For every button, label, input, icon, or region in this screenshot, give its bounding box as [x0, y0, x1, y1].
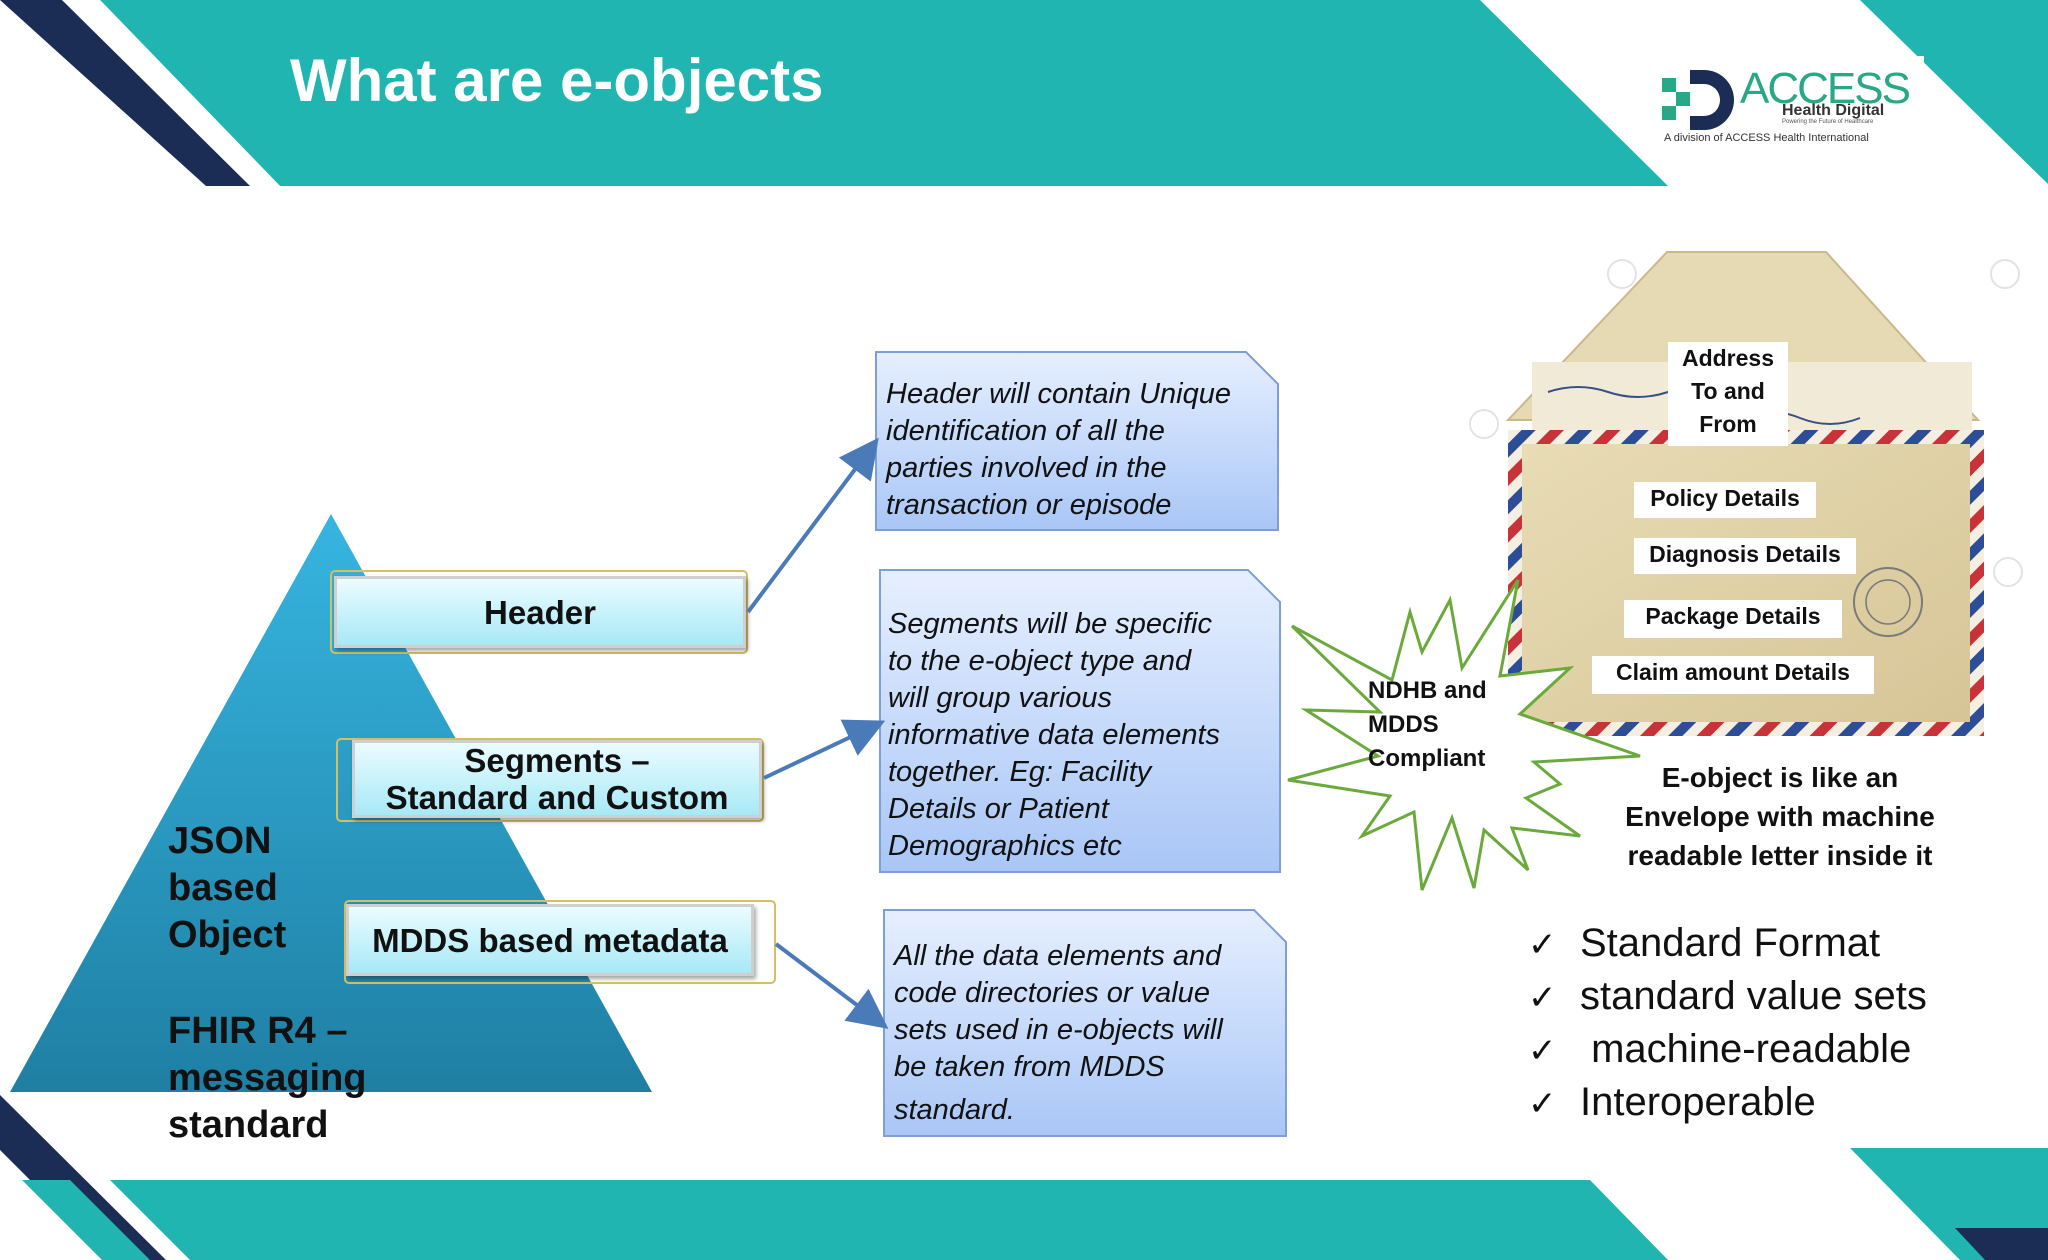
- navy-stripe-bottom: [0, 1095, 166, 1260]
- compliance-text: NDHB and MDDS Compliant: [1368, 674, 1487, 776]
- white-gap-top: [62, 0, 280, 186]
- json-line-1: JSON: [168, 820, 272, 862]
- segments-box-label-1: Segments –: [464, 742, 650, 779]
- check-icon: ✓: [1528, 925, 1557, 965]
- mdds-arrow: [774, 942, 889, 1029]
- address-line: From: [1699, 411, 1757, 437]
- header-box-label: Header: [484, 593, 596, 631]
- checklist-item: ✓ machine-readable: [1528, 1024, 1927, 1077]
- check-icon: ✓: [1528, 1084, 1557, 1124]
- watermark-icons: [1469, 259, 2023, 587]
- mdds-callout-line: be taken from MDDS: [894, 1051, 1165, 1083]
- segments-box-outline: [336, 738, 764, 822]
- address-label: Address To and From: [1668, 342, 1788, 446]
- caption-line: Envelope with machine: [1625, 801, 1935, 832]
- segments-box: Segments – Standard and Custom: [352, 740, 762, 818]
- checklist-label: machine-readable: [1580, 1027, 1912, 1071]
- header-box: Header: [334, 576, 746, 648]
- segments-callout-line: to the e-object type and: [888, 645, 1192, 677]
- navy-stripe-top: [0, 0, 270, 186]
- package-details-label: Package Details: [1624, 600, 1842, 638]
- mdds-box: MDDS based metadata: [346, 904, 754, 976]
- mdds-box-label: MDDS based metadata: [372, 921, 728, 959]
- mdds-callout-line: code directories or value: [894, 977, 1210, 1009]
- segments-callout-line: Demographics etc: [888, 830, 1122, 862]
- segments-callout-line: Details or Patient: [888, 793, 1109, 825]
- header-box-outline: [330, 570, 748, 654]
- mdds-box-outline: [344, 900, 776, 984]
- logo-division: A division of ACCESS Health Internationa…: [1664, 132, 1869, 144]
- header-callout-box: [875, 351, 1279, 531]
- compliance-line: Compliant: [1368, 745, 1486, 772]
- segments-callout-line: informative data elements: [888, 719, 1221, 751]
- checklist-item: ✓ Standard Format: [1528, 918, 1927, 971]
- json-line-3: Object: [168, 914, 287, 956]
- teal-stripe-bottom: [22, 1180, 150, 1260]
- compliance-line: NDHB and: [1368, 677, 1487, 704]
- compliance-line: MDDS: [1368, 711, 1439, 738]
- teal-corner-top-right: [1860, 0, 2048, 184]
- segments-callout-text: Segments will be specific to the e-objec…: [888, 606, 1220, 865]
- address-line: To and: [1691, 378, 1765, 404]
- logo-mark-icon: [1662, 70, 1734, 130]
- header-callout-line: identification of all the: [886, 415, 1165, 447]
- compliance-starburst: [1287, 579, 1641, 891]
- checklist-item: ✓ standard value sets: [1528, 971, 1927, 1024]
- fhir-line-2: messaging: [168, 1057, 367, 1099]
- policy-details-label: Policy Details: [1634, 482, 1816, 518]
- segments-box-label-2: Standard and Custom: [385, 779, 729, 816]
- postmark-icon: [1853, 567, 1923, 637]
- caption-line: E-object is like an: [1661, 762, 1899, 793]
- navy-corner-bottom-right: [1955, 1228, 2048, 1260]
- footer-band: [110, 1180, 1668, 1260]
- address-line: Address: [1681, 345, 1775, 371]
- logo-tagline: Powering the Future of Healthcare: [1782, 119, 1874, 125]
- checklist-item: ✓ Interoperable: [1528, 1077, 1927, 1130]
- checklist-label: Interoperable: [1580, 1080, 1816, 1124]
- checklist-label: standard value sets: [1580, 974, 1927, 1018]
- header-arrow: [746, 437, 879, 614]
- handwriting: [1547, 386, 1861, 450]
- slide-title: What are e-objects: [290, 47, 824, 114]
- json-line-2: based: [168, 867, 278, 909]
- header-callout-line: transaction or episode: [886, 489, 1172, 521]
- mdds-callout-line: All the data elements and: [894, 940, 1222, 972]
- diagnosis-details-label: Diagnosis Details: [1634, 538, 1856, 574]
- segments-callout-line: together. Eg: Facility: [888, 756, 1152, 788]
- mdds-callout-line: sets used in e-objects will: [894, 1014, 1223, 1046]
- checklist-label: Standard Format: [1580, 921, 1881, 965]
- logo-subtitle: Health Digital: [1782, 102, 1885, 119]
- json-object-text: JSON based Object: [168, 818, 286, 959]
- check-icon: ✓: [1528, 1031, 1557, 1071]
- benefits-checklist: ✓ Standard Format ✓ standard value sets …: [1528, 918, 1927, 1130]
- caption-line: readable letter inside it: [1627, 840, 1933, 871]
- envelope-caption: E-object is like an Envelope with machin…: [1600, 758, 1960, 875]
- check-icon: ✓: [1528, 978, 1557, 1018]
- claim-amount-label: Claim amount Details: [1592, 656, 1874, 694]
- header-callout-line: Header will contain Unique: [886, 378, 1231, 410]
- segments-arrow: [763, 719, 886, 780]
- fhir-standard-text: FHIR R4 – messaging standard: [168, 1008, 367, 1149]
- header-band: [100, 0, 1668, 186]
- segments-callout-line: will group various: [888, 682, 1113, 714]
- mdds-callout-text: All the data elements and code directori…: [894, 938, 1223, 1129]
- segments-callout-box: [879, 569, 1281, 873]
- fhir-line-1: FHIR R4 –: [168, 1010, 348, 1052]
- fhir-line-3: standard: [168, 1104, 329, 1146]
- mdds-callout-box: [883, 909, 1287, 1137]
- segments-callout-line: Segments will be specific: [888, 608, 1212, 640]
- header-callout-text: Header will contain Unique identificatio…: [886, 376, 1231, 524]
- logo-brand: ACCESS: [1740, 64, 1911, 113]
- mdds-callout-line: standard.: [894, 1094, 1015, 1126]
- header-callout-line: parties involved in the: [886, 452, 1167, 484]
